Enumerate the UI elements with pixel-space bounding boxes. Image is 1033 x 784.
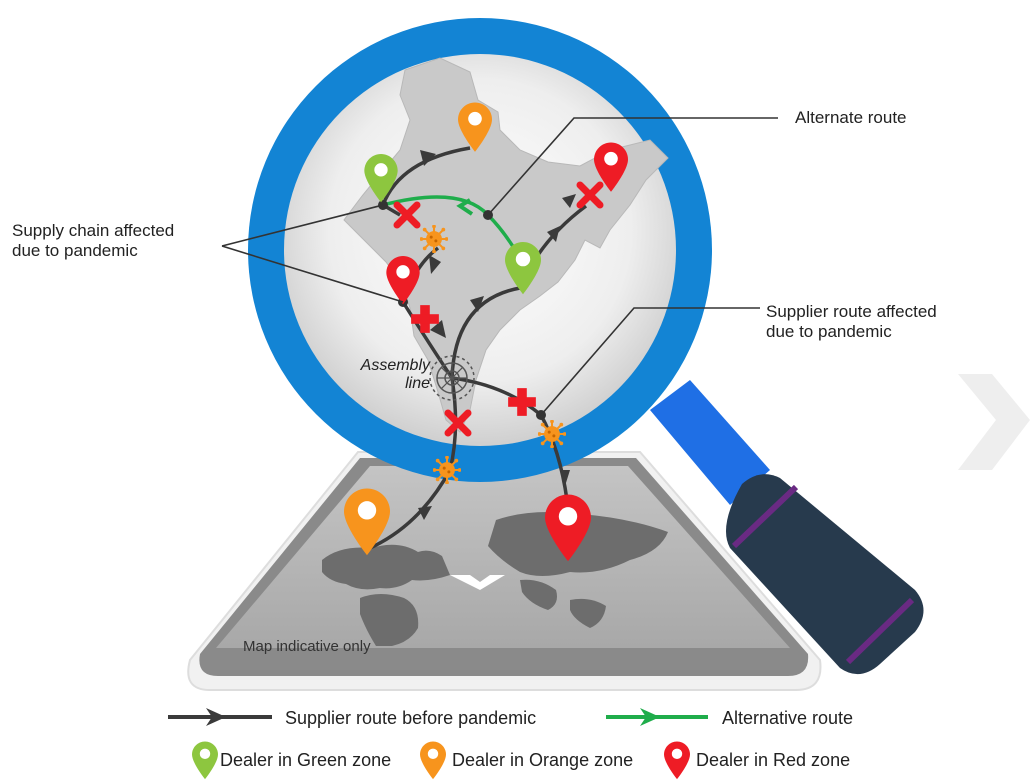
- supplier-route-affected-line2: due to pandemic: [766, 322, 892, 341]
- route-arrows: [418, 150, 576, 520]
- legend-supplier-route: Supplier route before pandemic: [285, 708, 537, 728]
- pin-icon: [664, 741, 690, 780]
- pin-icon: [192, 741, 218, 780]
- legend-dealer-green: Dealer in Green zone: [220, 750, 392, 770]
- tablet-cutout: [450, 575, 505, 590]
- assembly-line-line2: line: [405, 375, 430, 392]
- legend-dealer-orange: Dealer in Orange zone: [452, 750, 634, 770]
- legend-dealer-red: Dealer in Red zone: [696, 750, 851, 770]
- legend-graphics: [168, 708, 708, 780]
- arrow-icon: [562, 194, 576, 208]
- world-map: [322, 512, 668, 646]
- arrow-icon: [418, 506, 432, 520]
- arrow-icon: [429, 255, 441, 274]
- arrow-icon: [456, 198, 474, 216]
- supplier-route-affected-label: Supplier route affected due to pandemic: [766, 302, 937, 342]
- arrow-icon: [640, 708, 660, 726]
- supply-chain-affected-line2: due to pandemic: [12, 241, 138, 260]
- alternate-route-label: Alternate route: [795, 108, 907, 127]
- arrow-icon: [420, 150, 436, 166]
- legend-alternative-route: Alternative route: [722, 708, 854, 728]
- callout-lines: [221, 117, 778, 416]
- map-note: Map indicative only: [243, 638, 371, 655]
- virus-icon: [433, 456, 461, 484]
- virus-icon: [420, 225, 448, 253]
- virus-icon: [538, 420, 566, 448]
- arrow-icon: [547, 226, 560, 242]
- pin-icon: [420, 741, 446, 780]
- chevron-right-icon: [958, 374, 1030, 470]
- arrow-icon: [560, 470, 570, 486]
- assembly-line-line1: Assembly: [360, 357, 430, 374]
- assembly-line-label: Assembly line: [336, 357, 430, 393]
- supply-chain-affected-label: Supply chain affected due to pandemic: [12, 221, 174, 261]
- supplier-route-affected-line1: Supplier route affected: [766, 302, 937, 321]
- arrow-icon: [470, 296, 484, 312]
- magnifier-handle: [650, 380, 924, 675]
- gear-icon: [429, 355, 475, 401]
- arrow-icon: [430, 320, 446, 338]
- supply-chain-affected-line1: Supply chain affected: [12, 221, 175, 240]
- arrow-icon: [206, 708, 226, 726]
